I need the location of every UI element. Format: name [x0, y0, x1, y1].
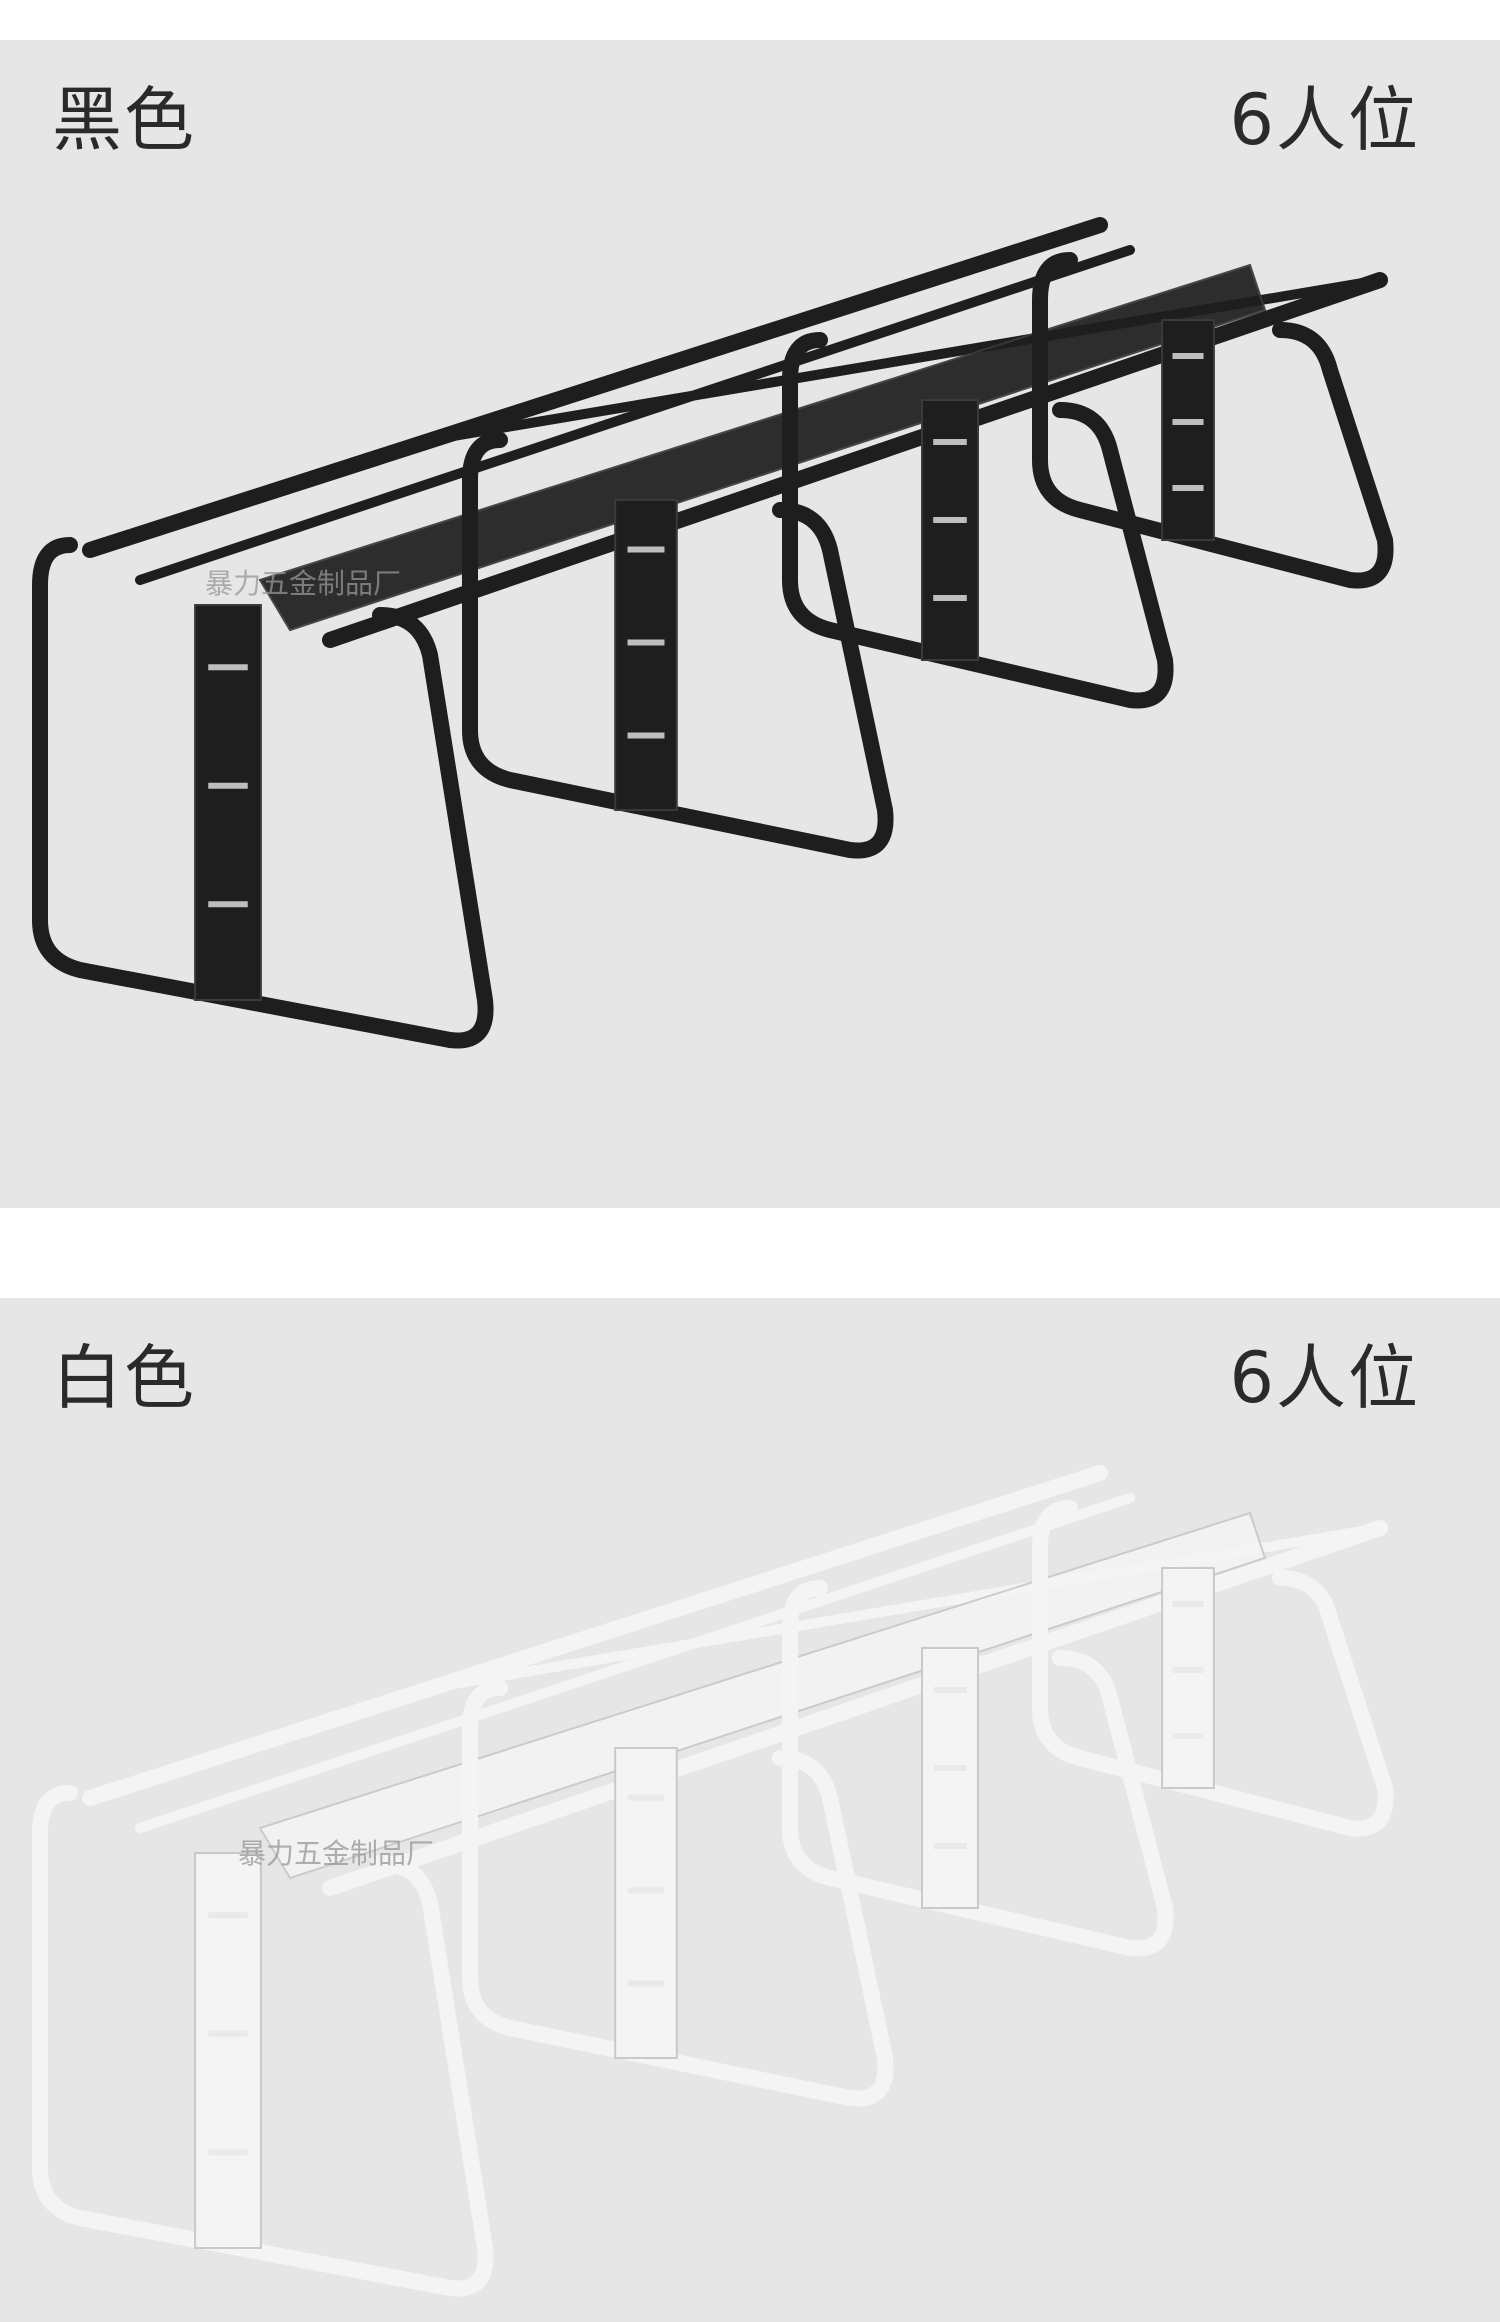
watermark-black: 暴力五金制品厂 — [205, 567, 402, 600]
seat-count-label-white: 6人位 — [1229, 1337, 1420, 1419]
black-desk-frame-image — [32, 217, 1394, 1049]
vent-slot — [627, 546, 665, 553]
seat-count-label-black: 6人位 — [1229, 79, 1420, 161]
color-label-white: 白色 — [52, 1337, 196, 1419]
vent-slot — [933, 595, 967, 601]
leg-plate-1 — [194, 1852, 262, 2249]
white-desk-frame-image — [32, 1465, 1394, 2297]
vent-slot — [627, 732, 665, 739]
vent-slot — [1172, 1601, 1204, 1607]
vent-slot — [1172, 353, 1204, 359]
top-rail-inner — [135, 245, 1135, 585]
leg-loop-4 — [1032, 252, 1394, 589]
color-label-black: 黑色 — [52, 79, 196, 161]
cable-tray — [258, 1511, 1267, 1880]
cable-tray — [258, 263, 1267, 632]
vent-slot — [627, 1794, 665, 1801]
vent-slot — [627, 1887, 665, 1894]
leg-loop-1 — [32, 1785, 494, 2297]
leg-loop-2 — [462, 432, 894, 859]
top-rail-inner — [135, 1493, 1135, 1833]
top-rail-front — [82, 1465, 1108, 1806]
vent-slot — [208, 2030, 248, 2037]
vent-slot — [1172, 1667, 1204, 1673]
top-rail-front — [82, 217, 1108, 558]
leg-loop-2 — [462, 1680, 894, 2107]
desk-frame-group — [32, 1465, 1394, 2297]
vent-slot — [1172, 485, 1204, 491]
vent-slot — [933, 1765, 967, 1771]
vent-slot — [208, 664, 248, 671]
white-variant-panel: 白色 6人位 暴力五金制品厂 — [0, 1298, 1500, 2322]
vent-slot — [208, 2149, 248, 2156]
leg-loop-3 — [782, 332, 1174, 709]
vent-slot — [933, 1843, 967, 1849]
vent-slot — [208, 1912, 248, 1919]
black-variant-panel: 黑色 6人位 暴力五金制品厂 — [0, 40, 1500, 1208]
vent-slot — [208, 901, 248, 908]
vent-slot — [627, 639, 665, 646]
vent-slot — [933, 517, 967, 523]
leg-plate-1 — [194, 604, 262, 1001]
vent-slot — [1172, 419, 1204, 425]
leg-loop-3 — [782, 1580, 1174, 1957]
leg-loop-4 — [1032, 1500, 1394, 1837]
vent-slot — [208, 782, 248, 789]
leg-plate-2 — [614, 499, 678, 811]
vent-slot — [933, 439, 967, 445]
leg-loop-1 — [32, 537, 494, 1049]
vent-slot — [1172, 1733, 1204, 1739]
watermark-white: 暴力五金制品厂 — [238, 1837, 435, 1870]
vent-slot — [627, 1980, 665, 1987]
vent-slot — [933, 1687, 967, 1693]
desk-frame-group — [32, 217, 1394, 1049]
